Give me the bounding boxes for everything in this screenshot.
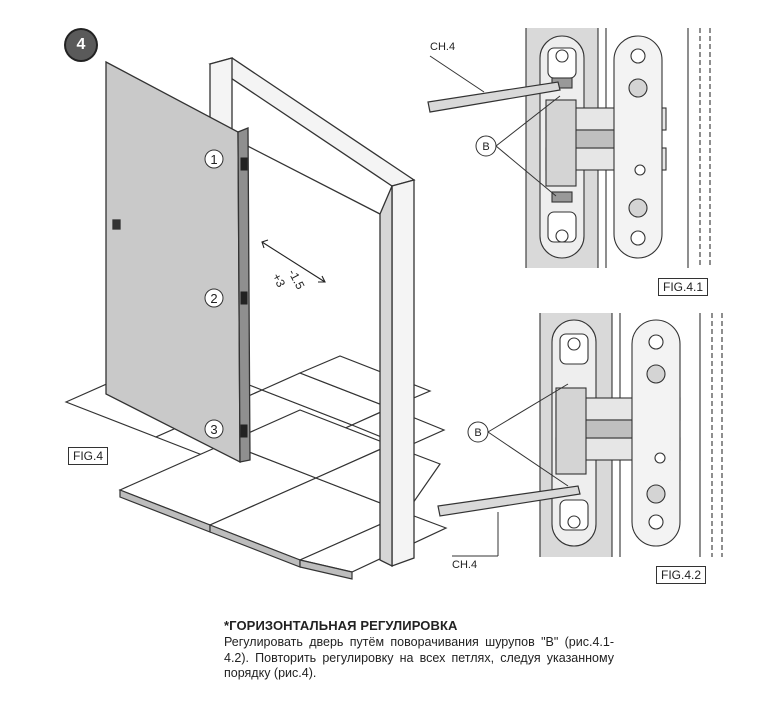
tool-label-top: CH.4 <box>430 41 455 53</box>
hinge-detail-4-1 <box>525 28 711 268</box>
hinge-marker-1: 1 <box>210 152 217 167</box>
fig-4-1-label: FIG.4.1 <box>658 278 709 296</box>
caption-title: *ГОРИЗОНТАЛЬНАЯ РЕГУЛИРОВКА <box>224 618 458 633</box>
adjust-minus-label: -1.5 <box>285 267 307 292</box>
tool-label-bottom: CH.4 <box>452 559 477 571</box>
hinge-marker-2: 2 <box>210 291 217 306</box>
hex-key-bottom <box>437 485 581 517</box>
adjustment-indicator <box>261 239 326 283</box>
screw-callout-bottom <box>467 383 569 487</box>
fig-4-label: FIG.4 <box>68 447 109 465</box>
adjust-plus-label: +3 <box>269 271 288 290</box>
door-hinges <box>240 157 248 438</box>
caption-body: Регулировать дверь путём поворачивания ш… <box>224 635 614 680</box>
screw-label-top: B <box>482 141 489 153</box>
hinge-detail-4-2 <box>539 313 723 557</box>
hinge-markers: 1 2 3 <box>204 149 224 439</box>
step-number-badge: 4 <box>66 30 96 60</box>
instruction-caption: *ГОРИЗОНТАЛЬНАЯ РЕГУЛИРОВКА Регулировать… <box>224 618 614 682</box>
hinge-marker-3: 3 <box>210 422 217 437</box>
screw-label-bottom: B <box>474 427 481 439</box>
fig-4-2-label: FIG.4.2 <box>656 566 707 584</box>
hex-key-top <box>427 81 561 113</box>
screw-callout-top <box>475 95 561 197</box>
